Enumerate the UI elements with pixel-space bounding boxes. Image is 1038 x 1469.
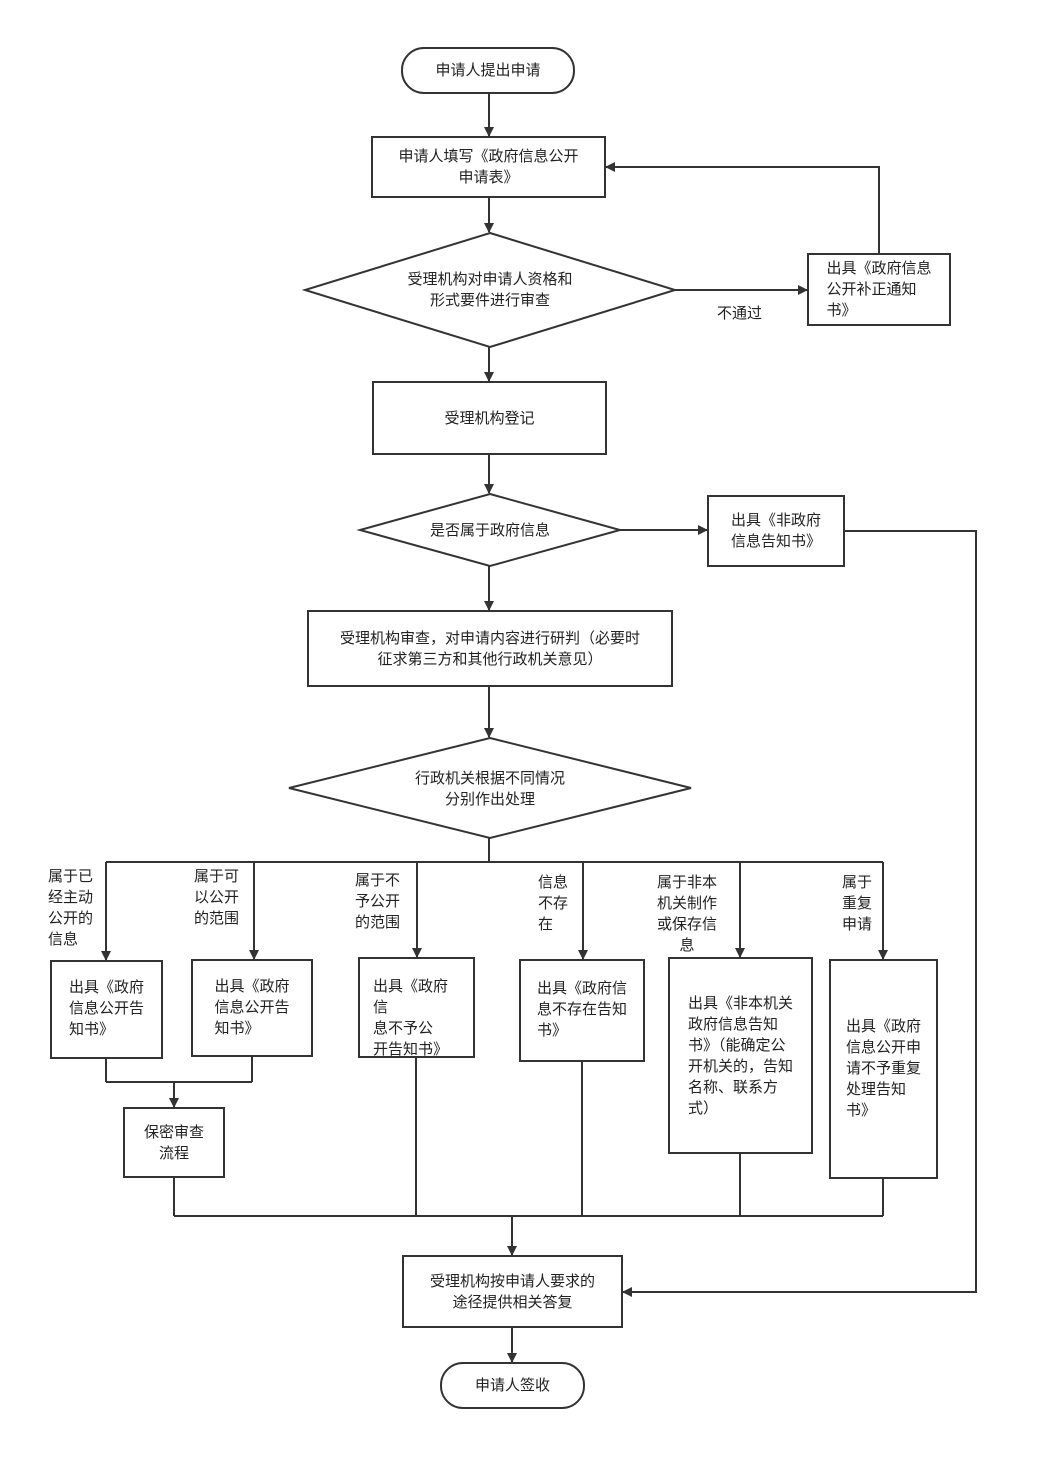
box-not-open: 出具《政府信 息不予公 开告知书》	[359, 958, 474, 1058]
box-open: 出具《政府 信息公开告 知书》	[192, 960, 312, 1056]
box-disclosed: 出具《政府 信息公开告 知书》	[51, 961, 162, 1058]
box-not-open-label: 出具《政府信 息不予公 开告知书》	[373, 977, 449, 1058]
content-review-label: 受理机构审查，对申请内容进行研判（必要时 征求第三方和其他行政机关意见）	[339, 628, 640, 668]
start-terminal: 申请人提出申请	[402, 48, 574, 93]
end-label: 申请人签收	[474, 1376, 550, 1394]
secrecy-step: 保密审查 流程	[124, 1108, 224, 1177]
fill-form-step: 申请人填写《政府信息公开 申请表》	[372, 137, 605, 197]
branch-repeat-label: 属于 重复 申请	[842, 873, 873, 933]
end-terminal: 申请人签收	[441, 1363, 584, 1408]
branch-not-exist-label: 信息 不存 在	[538, 873, 569, 933]
review-qual-label: 受理机构对申请人资格和 形式要件进行审查	[407, 270, 573, 309]
box-non-agency-shape	[668, 957, 813, 1154]
box-non-agency-label: 出具《非本机关 政府信息告知 书》（能确定公 开机关的，告知 名称、联系方 式）	[687, 993, 793, 1117]
review-qual-decision: 受理机构对申请人资格和 形式要件进行审查	[340, 258, 640, 322]
branch-non-agency-label: 属于非本 机关制作 或保存信 息	[657, 873, 718, 954]
box-not-exist-shape	[519, 959, 645, 1062]
is-gov-info-decision: 是否属于政府信息	[390, 515, 590, 545]
not-passed-label: 不通过	[717, 303, 763, 322]
non-gov-notice-label: 出具《非政府 信息告知书》	[730, 511, 821, 550]
box-not-exist: 出具《政府信 息不存在告知 书》	[520, 960, 644, 1061]
box-disclosed-label: 出具《政府 信息公开告 知书》	[68, 978, 144, 1038]
box-repeat-shape	[829, 959, 938, 1179]
content-review-box-shape	[307, 610, 673, 687]
fill-form-label: 申请人填写《政府信息公开 申请表》	[398, 147, 579, 186]
branch-open-label: 属于可 以公开 的范围	[194, 867, 240, 927]
branch-not-open-label: 属于不 予公开 的范围	[355, 871, 401, 931]
fill-form-box-shape	[371, 136, 606, 198]
supplement-notice-label: 出具《政府信息 公开补正通知 书》	[826, 259, 932, 319]
box-not-open-shape	[358, 957, 475, 1058]
content-review-step: 受理机构审查，对申请内容进行研判（必要时 征求第三方和其他行政机关意见）	[308, 611, 672, 686]
branch-disclosed-label: 属于已 经主动 公开的 信息	[48, 867, 94, 948]
box-non-agency: 出具《非本机关 政府信息告知 书》（能确定公 开机关的，告知 名称、联系方 式）	[669, 958, 812, 1153]
box-repeat: 出具《政府 信息公开申 请不予重复 处理告知 书》	[830, 960, 937, 1178]
supplement-notice-step: 出具《政府信息 公开补正通知 书》	[808, 254, 950, 325]
handle-label: 行政机关根据不同情况 分别作出处理	[414, 769, 565, 808]
box-repeat-label: 出具《政府 信息公开申 请不予重复 处理告知 书》	[845, 1017, 921, 1119]
box-open-shape	[191, 959, 313, 1057]
secrecy-box-shape	[123, 1107, 225, 1178]
secrecy-label: 保密审查 流程	[143, 1122, 204, 1162]
reply-box-shape	[402, 1255, 623, 1328]
is-gov-info-label: 是否属于政府信息	[429, 520, 550, 539]
register-label: 受理机构登记	[444, 408, 535, 427]
start-label: 申请人提出申请	[435, 61, 541, 79]
box-not-exist-label: 出具《政府信 息不存在告知 书》	[536, 979, 627, 1039]
register-step: 受理机构登记	[373, 382, 606, 454]
non-gov-notice-step: 出具《非政府 信息告知书》	[708, 496, 844, 566]
reply-step: 受理机构按申请人要求的 途径提供相关答复	[403, 1256, 622, 1327]
end-terminal-shape	[440, 1362, 585, 1409]
handle-decision: 行政机关根据不同情况 分别作出处理	[360, 764, 620, 814]
box-disclosed-shape	[50, 960, 163, 1059]
reply-label: 受理机构按申请人要求的 途径提供相关答复	[429, 1271, 595, 1311]
box-open-label: 出具《政府 信息公开告 知书》	[214, 977, 290, 1037]
register-box-shape	[372, 381, 607, 455]
